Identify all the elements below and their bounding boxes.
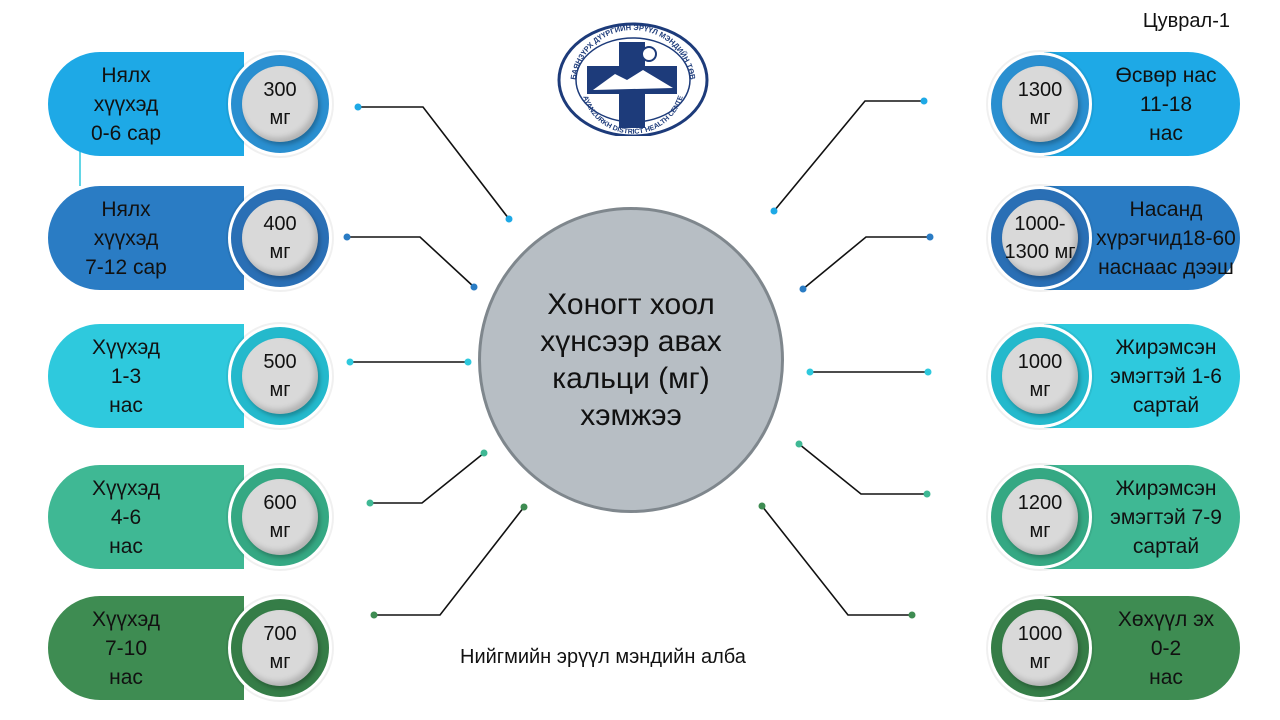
connector-line bbox=[802, 236, 930, 290]
health-center-logo: БАЯНЗҮРХ ДҮҮРГИЙН ЭРҮҮЛ МЭНДИЙН ТӨВ BAYA… bbox=[553, 18, 709, 136]
connector-line bbox=[358, 106, 510, 220]
left-card-amount-badge: 700 мг bbox=[228, 596, 332, 700]
left-card-amount-badge: 300 мг bbox=[228, 52, 332, 156]
right-card-3: Жирэмсэн эмэгтэй 1-6 сартай 1000 мг bbox=[988, 324, 1240, 428]
right-card-amount-badge: 1200 мг bbox=[988, 465, 1092, 569]
right-card-amount-badge: 1000 мг bbox=[988, 596, 1092, 700]
connector-line bbox=[798, 443, 927, 495]
left-card-amount-badge: 600 мг bbox=[228, 465, 332, 569]
connector-dot bbox=[520, 503, 528, 511]
connector-dot bbox=[464, 358, 472, 366]
center-title: Хоногт хоол хүнсээр авах кальци (мг) хэм… bbox=[540, 288, 722, 432]
right-card-label: Өсвөр нас 11-18 нас bbox=[1115, 63, 1217, 145]
connector-dot bbox=[370, 611, 378, 619]
left-card-amount: 700 мг bbox=[263, 623, 297, 673]
right-card-label: Насанд хүрэгчид18-60 наснаас дээш bbox=[1096, 197, 1236, 279]
connector-dot bbox=[920, 97, 928, 105]
connector-dot bbox=[758, 502, 766, 510]
connector-dot bbox=[799, 285, 807, 293]
connector-line bbox=[347, 236, 475, 288]
connector-line bbox=[761, 505, 912, 616]
left-card-amount: 500 мг bbox=[263, 351, 297, 401]
left-card-amount-disc: 600 мг bbox=[242, 479, 318, 555]
right-card-label: Жирэмсэн эмэгтэй 1-6 сартай bbox=[1110, 335, 1222, 417]
right-card-amount: 1200 мг bbox=[1017, 492, 1063, 542]
connector-dot bbox=[806, 368, 814, 376]
right-card-amount-disc: 1000 мг bbox=[1002, 610, 1078, 686]
connector-dot bbox=[924, 368, 932, 376]
center-circle: Хоногт хоол хүнсээр авах кальци (мг) хэм… bbox=[478, 207, 784, 513]
left-card-label: Хүүхэд 1-3 нас bbox=[91, 335, 160, 417]
connector-line bbox=[374, 506, 525, 616]
left-card-amount: 300 мг bbox=[263, 79, 297, 129]
left-card-label-box: Нялх хүүхэд 0-6 сар bbox=[48, 52, 244, 156]
connector-dot bbox=[505, 215, 513, 223]
left-card-amount-badge: 400 мг bbox=[228, 186, 332, 290]
connector-dot bbox=[354, 103, 362, 111]
left-card-label: Нялх хүүхэд 7-12 сар bbox=[85, 197, 167, 279]
right-card-5: Хөхүүл эх 0-2 нас 1000 мг bbox=[988, 596, 1240, 700]
connector-dot bbox=[795, 440, 803, 448]
right-card-amount: 1000 мг bbox=[1017, 351, 1063, 401]
right-card-amount: 1300 мг bbox=[1017, 79, 1063, 129]
right-card-4: Жирэмсэн эмэгтэй 7-9 сартай 1200 мг bbox=[988, 465, 1240, 569]
connector-dot bbox=[480, 449, 488, 457]
left-card-label-box: Хүүхэд 1-3 нас bbox=[48, 324, 244, 428]
connector-dot bbox=[346, 358, 354, 366]
left-card-label: Хүүхэд 4-6 нас bbox=[91, 476, 160, 558]
connector-dot bbox=[470, 283, 478, 291]
left-card-amount: 400 мг bbox=[263, 213, 297, 263]
connector-dot bbox=[926, 233, 934, 241]
connector-dot bbox=[343, 233, 351, 241]
left-card-label: Хүүхэд 7-10 нас bbox=[91, 607, 160, 689]
connector-dot bbox=[923, 490, 931, 498]
connector-line bbox=[370, 452, 485, 504]
left-card-label: Нялх хүүхэд 0-6 сар bbox=[90, 63, 162, 145]
right-card-amount-disc: 1000- 1300 мг bbox=[1002, 200, 1078, 276]
right-card-amount-disc: 1300 мг bbox=[1002, 66, 1078, 142]
left-card-amount: 600 мг bbox=[263, 492, 297, 542]
connector-line bbox=[773, 100, 924, 212]
right-card-amount-disc: 1200 мг bbox=[1002, 479, 1078, 555]
right-card-amount-badge: 1000 мг bbox=[988, 324, 1092, 428]
connector-dot bbox=[908, 611, 916, 619]
left-card-3: Хүүхэд 1-3 нас 500 мг bbox=[48, 324, 332, 428]
left-card-amount-disc: 300 мг bbox=[242, 66, 318, 142]
right-card-label: Хөхүүл эх 0-2 нас bbox=[1117, 607, 1215, 689]
series-label: Цуврал-1 bbox=[1142, 10, 1230, 32]
left-card-5: Хүүхэд 7-10 нас 700 мг bbox=[48, 596, 332, 700]
left-card-2: Нялх хүүхэд 7-12 сар 400 мг bbox=[48, 186, 332, 290]
left-card-label-box: Хүүхэд 7-10 нас bbox=[48, 596, 244, 700]
left-card-label-box: Хүүхэд 4-6 нас bbox=[48, 465, 244, 569]
right-card-amount: 1000- 1300 мг bbox=[1004, 213, 1076, 263]
right-card-2: Насанд хүрэгчид18-60 наснаас дээш 1000- 1… bbox=[988, 186, 1240, 290]
left-card-amount-disc: 500 мг bbox=[242, 338, 318, 414]
right-card-label: Жирэмсэн эмэгтэй 7-9 сартай bbox=[1110, 476, 1222, 558]
footer-text: Нийгмийн эрүүл мэндийн алба bbox=[460, 646, 746, 668]
left-card-amount-disc: 700 мг bbox=[242, 610, 318, 686]
right-card-amount-disc: 1000 мг bbox=[1002, 338, 1078, 414]
connector-dot bbox=[366, 499, 374, 507]
left-card-1: Нялх хүүхэд 0-6 сар 300 мг bbox=[48, 52, 332, 156]
left-card-amount-disc: 400 мг bbox=[242, 200, 318, 276]
connector-dot bbox=[770, 207, 778, 215]
right-card-amount-badge: 1000- 1300 мг bbox=[988, 186, 1092, 290]
right-card-amount-badge: 1300 мг bbox=[988, 52, 1092, 156]
right-card-amount: 1000 мг bbox=[1017, 623, 1063, 673]
left-card-amount-badge: 500 мг bbox=[228, 324, 332, 428]
right-card-1: Өсвөр нас 11-18 нас 1300 мг bbox=[988, 52, 1240, 156]
left-card-4: Хүүхэд 4-6 нас 600 мг bbox=[48, 465, 332, 569]
left-card-label-box: Нялх хүүхэд 7-12 сар bbox=[48, 186, 244, 290]
